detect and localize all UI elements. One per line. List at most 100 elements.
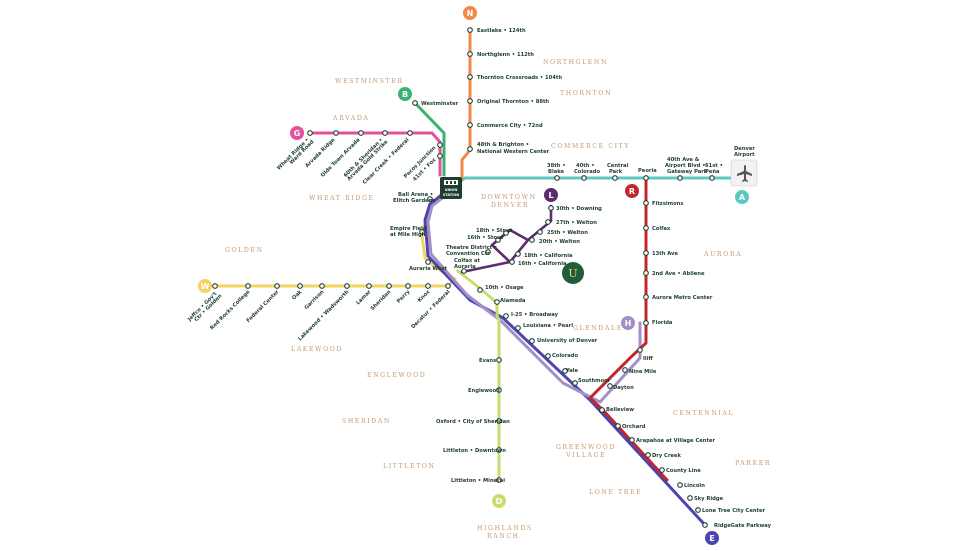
station-node[interactable]: [645, 452, 651, 458]
station-node[interactable]: [297, 283, 303, 289]
station-node[interactable]: [643, 294, 649, 300]
station-label: Oxford • City of Sheridan: [436, 419, 510, 425]
station-node[interactable]: [548, 205, 554, 211]
station-node[interactable]: [572, 380, 578, 386]
station-node[interactable]: [607, 383, 613, 389]
station-node[interactable]: [637, 347, 643, 353]
station-node[interactable]: [495, 237, 501, 243]
line-b-badge[interactable]: B: [398, 87, 412, 101]
station-node[interactable]: [445, 283, 451, 289]
station-node[interactable]: [622, 367, 628, 373]
station-node[interactable]: [643, 225, 649, 231]
station-node[interactable]: [599, 407, 605, 413]
station-label: Central: [607, 163, 629, 169]
station-node[interactable]: [405, 283, 411, 289]
station-node[interactable]: [562, 368, 568, 374]
station-node[interactable]: [629, 437, 635, 443]
station-node[interactable]: [366, 283, 372, 289]
station-node[interactable]: [612, 175, 618, 181]
station-node[interactable]: [467, 98, 473, 104]
station-node[interactable]: [659, 467, 665, 473]
station-node[interactable]: [515, 325, 521, 331]
station-node[interactable]: [485, 249, 491, 255]
line-w-badge[interactable]: W: [198, 279, 212, 293]
line-d-route: [456, 269, 501, 482]
station-node[interactable]: [545, 219, 551, 225]
airport-icon[interactable]: [730, 159, 758, 187]
area-downtown-denver-2: DENVER: [491, 202, 529, 209]
area-thornton: THORNTON: [560, 90, 612, 97]
station-node[interactable]: [643, 250, 649, 256]
station-node[interactable]: [643, 200, 649, 206]
station-node[interactable]: [496, 387, 502, 393]
station-label: Convention Ctr: [446, 251, 490, 257]
station-node[interactable]: [467, 51, 473, 57]
station-node[interactable]: [477, 287, 483, 293]
station-node[interactable]: [467, 146, 473, 152]
station-node[interactable]: [503, 230, 509, 236]
station-node[interactable]: [615, 423, 621, 429]
station-node[interactable]: [509, 259, 515, 265]
station-node[interactable]: [496, 357, 502, 363]
station-label: Belleview: [606, 407, 634, 413]
station-node[interactable]: [687, 495, 693, 501]
station-node[interactable]: [677, 175, 683, 181]
line-l-badge[interactable]: L: [544, 188, 558, 202]
area-highlands-ranch-2: RANCH: [487, 533, 520, 540]
station-node[interactable]: [425, 259, 431, 265]
station-node[interactable]: [437, 142, 443, 148]
station-node[interactable]: [407, 130, 413, 136]
station-node[interactable]: [467, 74, 473, 80]
station-label: 25th • Welton: [547, 230, 588, 236]
line-r-badge[interactable]: R: [625, 184, 639, 198]
station-node[interactable]: [581, 175, 587, 181]
line-h-badge[interactable]: H: [621, 316, 635, 330]
station-node[interactable]: [419, 229, 425, 235]
line-d-badge[interactable]: D: [492, 494, 506, 508]
station-node[interactable]: [709, 175, 715, 181]
station-node[interactable]: [467, 27, 473, 33]
station-node[interactable]: [503, 313, 509, 319]
station-node[interactable]: [496, 477, 502, 483]
line-n-badge[interactable]: N: [463, 6, 477, 20]
station-label: Iliff: [643, 356, 653, 362]
station-node[interactable]: [643, 270, 649, 276]
station-node[interactable]: [382, 130, 388, 136]
station-node[interactable]: [307, 130, 313, 136]
line-g-badge[interactable]: G: [290, 126, 304, 140]
line-a-badge[interactable]: A: [735, 190, 749, 204]
station-node[interactable]: [425, 283, 431, 289]
station-node[interactable]: [427, 196, 433, 202]
station-node[interactable]: [677, 482, 683, 488]
station-node[interactable]: [554, 175, 560, 181]
station-node[interactable]: [529, 338, 535, 344]
line-u-badge[interactable]: U: [562, 262, 584, 284]
station-node[interactable]: [496, 418, 502, 424]
station-label: Peña: [705, 169, 720, 175]
station-label: University of Denver: [537, 338, 598, 344]
station-node[interactable]: [212, 283, 218, 289]
station-node[interactable]: [461, 268, 467, 274]
station-node[interactable]: [515, 251, 521, 257]
station-node[interactable]: [545, 353, 551, 359]
station-node[interactable]: [344, 283, 350, 289]
station-node[interactable]: [412, 100, 418, 106]
station-node[interactable]: [702, 522, 708, 528]
station-node[interactable]: [643, 320, 649, 326]
station-node[interactable]: [537, 229, 543, 235]
union-station-icon[interactable]: UNION STATION: [440, 177, 462, 199]
station-node[interactable]: [643, 175, 649, 181]
station-node[interactable]: [496, 447, 502, 453]
station-node[interactable]: [245, 283, 251, 289]
station-node[interactable]: [333, 130, 339, 136]
station-node[interactable]: [274, 283, 280, 289]
station-node[interactable]: [494, 299, 500, 305]
line-e-badge[interactable]: E: [705, 531, 719, 545]
station-node[interactable]: [529, 237, 535, 243]
station-node[interactable]: [467, 122, 473, 128]
station-node[interactable]: [386, 283, 392, 289]
station-node[interactable]: [319, 283, 325, 289]
station-node[interactable]: [695, 507, 701, 513]
station-node[interactable]: [437, 153, 443, 159]
station-node[interactable]: [358, 130, 364, 136]
